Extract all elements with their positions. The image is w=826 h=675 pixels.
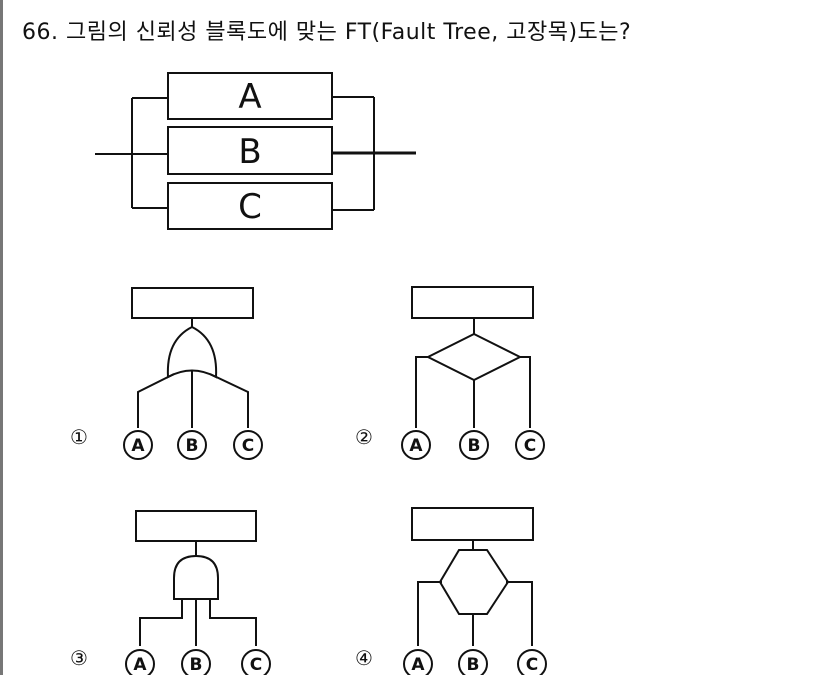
option-4-number: ④ — [355, 646, 373, 670]
block-a — [167, 72, 333, 120]
option-2-event-c-label: C — [524, 436, 536, 456]
option-4-event-c-label: C — [526, 655, 538, 675]
option-2-branch-a — [415, 356, 428, 428]
option-2-top-event — [411, 286, 534, 319]
option-2-event-a-label: A — [409, 436, 423, 456]
block-b-label: B — [238, 132, 261, 172]
option-4-branch-c — [506, 581, 533, 646]
option-1-event-a — [123, 430, 153, 460]
option-4-branch-a — [417, 581, 442, 646]
option-1-event-c — [233, 430, 263, 460]
option-4[interactable]: ④ A B C — [355, 507, 547, 675]
option-1-event-c-label: C — [242, 436, 254, 456]
option-4-event-a — [403, 649, 433, 675]
block-c-label: C — [238, 187, 262, 227]
option-1-top-event — [131, 287, 254, 319]
option-2[interactable]: ② A B C — [355, 286, 545, 460]
option-4-event-a-label: A — [411, 655, 425, 675]
option-3-event-c — [241, 649, 271, 675]
option-1-event-b — [177, 430, 207, 460]
reliability-block-diagram: A B C — [95, 72, 416, 230]
block-c — [167, 182, 333, 230]
option-4-event-b-label: B — [467, 655, 480, 675]
option-4-event-b — [458, 649, 488, 675]
option-3[interactable]: ③ A B C — [70, 510, 271, 675]
option-2-event-b-label: B — [468, 436, 481, 456]
option-1-branch-c — [209, 373, 249, 428]
option-2-branch-c — [520, 356, 531, 428]
option-2-event-c — [515, 430, 545, 460]
option-1-event-b-label: B — [186, 436, 199, 456]
option-1-branch-a — [137, 373, 175, 428]
option-2-number: ② — [355, 425, 373, 449]
option-3-event-b — [181, 649, 211, 675]
or-gate-icon — [166, 325, 218, 379]
diamond-gate-icon — [425, 332, 523, 382]
hexagon-gate-icon — [438, 549, 510, 615]
option-3-branch-c — [209, 599, 257, 646]
option-2-event-b — [459, 430, 489, 460]
question-text: 66. 그림의 신뢰성 블록도에 맞는 FT(Fault Tree, 고장목)도… — [22, 20, 632, 45]
option-4-top-event — [411, 507, 534, 541]
option-3-top-event — [135, 510, 257, 542]
option-3-event-c-label: C — [250, 655, 262, 675]
option-3-branch-a — [139, 599, 183, 646]
block-b — [167, 126, 333, 175]
and-gate-icon — [173, 554, 219, 600]
option-3-event-a — [125, 649, 155, 675]
option-1-number: ① — [70, 425, 88, 449]
option-4-event-c — [517, 649, 547, 675]
left-border-rule — [0, 0, 3, 675]
option-3-number: ③ — [70, 646, 88, 670]
option-3-event-a-label: A — [133, 655, 147, 675]
option-1-event-a-label: A — [131, 436, 145, 456]
option-1[interactable]: ① A B C — [70, 287, 263, 460]
option-3-event-b-label: B — [190, 655, 203, 675]
block-a-label: A — [238, 77, 261, 117]
option-2-event-a — [401, 430, 431, 460]
